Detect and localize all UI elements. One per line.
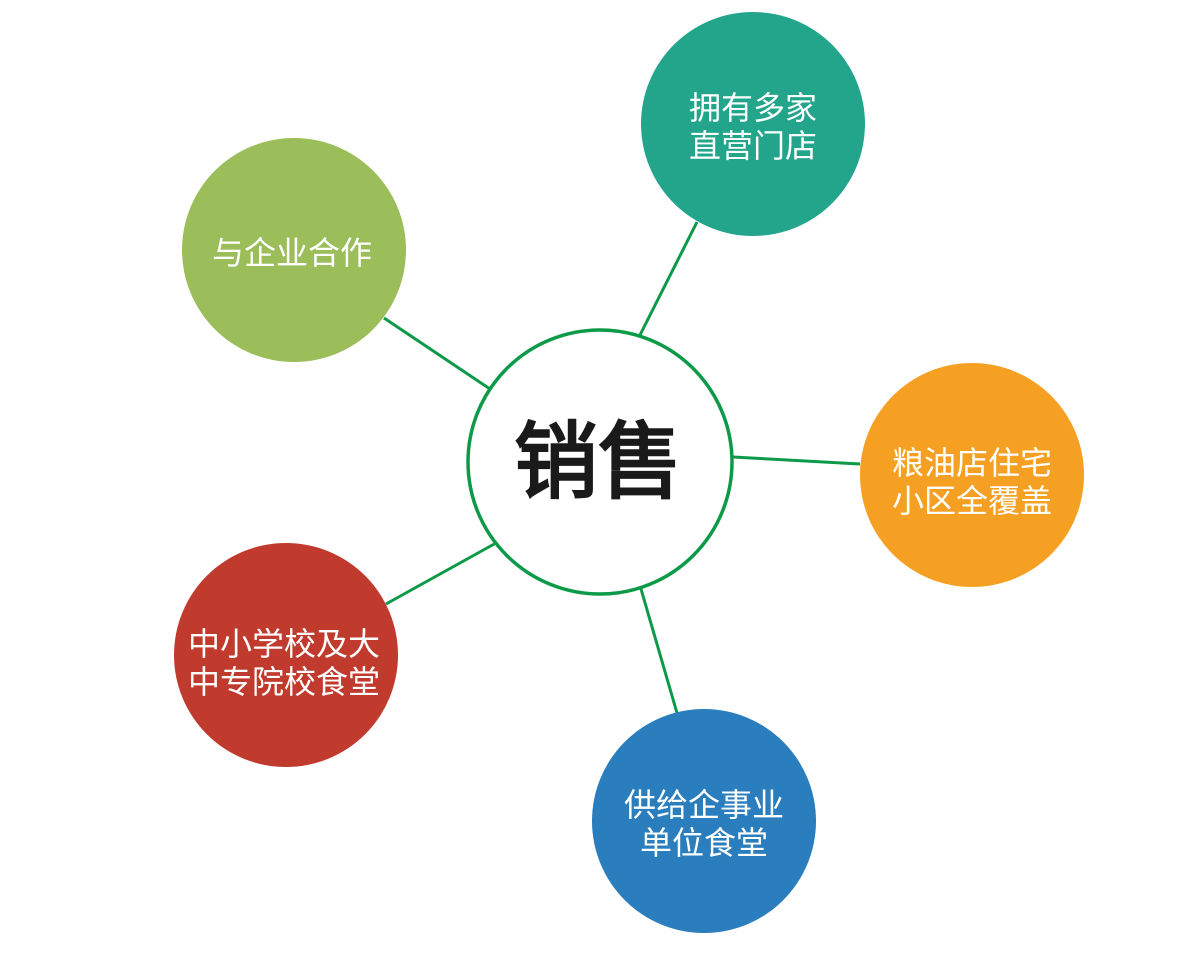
connector-grain-oil-residential xyxy=(732,455,861,466)
node-enterprise-cooperation-circle xyxy=(182,138,406,362)
node-direct-stores-line-1: 拥有多家 xyxy=(689,89,817,127)
node-grain-oil-residential-circle xyxy=(860,363,1084,587)
node-grain-oil-residential-line-2: 小区全覆盖 xyxy=(892,482,1052,520)
node-grain-oil-residential: 粮油店住宅 小区全覆盖 xyxy=(860,363,1084,587)
connector-institution-canteens xyxy=(639,588,679,714)
center-label: 销售 xyxy=(514,413,682,511)
center-circle xyxy=(466,328,734,596)
node-direct-stores: 拥有多家 直营门店 xyxy=(641,12,865,236)
node-institution-canteens-circle xyxy=(592,709,816,933)
node-direct-stores-line-2: 直营门店 xyxy=(689,127,817,165)
node-enterprise-cooperation: 与企业合作 xyxy=(182,138,406,362)
node-school-canteens: 中小学校及大 中专院校食堂 xyxy=(174,543,398,767)
node-school-canteens-line-2: 中专院校食堂 xyxy=(188,663,380,701)
node-direct-stores-circle xyxy=(641,12,865,236)
connector-school-canteens xyxy=(385,541,497,606)
connectors xyxy=(383,221,861,714)
node-school-canteens-line-1: 中小学校及大 xyxy=(188,625,380,663)
node-institution-canteens-line-1: 供给企事业 xyxy=(624,786,784,824)
node-enterprise-cooperation-line-1: 与企业合作 xyxy=(212,234,372,272)
node-institution-canteens: 供给企事业 单位食堂 xyxy=(592,709,816,933)
center-node: 销售 xyxy=(466,328,734,596)
node-grain-oil-residential-line-1: 粮油店住宅 xyxy=(892,444,1052,482)
node-school-canteens-circle xyxy=(174,543,398,767)
connector-direct-stores xyxy=(638,221,699,336)
connector-enterprise-cooperation xyxy=(383,316,491,391)
node-institution-canteens-line-2: 单位食堂 xyxy=(640,824,768,862)
